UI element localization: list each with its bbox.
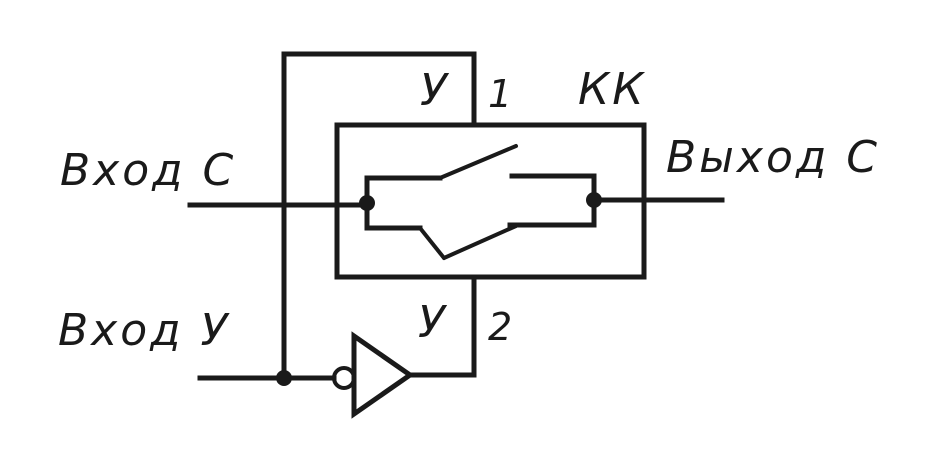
upper-switch-blade: [438, 144, 518, 180]
inner-left-bracket: [364, 175, 443, 231]
control-wire-top: [281, 51, 477, 381]
inverter-triangle: [351, 331, 415, 419]
lower-switch-blade: [418, 226, 446, 260]
output-c-junction-dot: [586, 192, 602, 208]
switch-name-label: КК: [578, 64, 646, 115]
input-c-junction-dot: [359, 195, 375, 211]
inner-right-bracket: [507, 173, 597, 228]
input-y-label: Вход У: [58, 305, 231, 356]
input-c-label: Вход С: [60, 145, 236, 196]
terminal-1-label: 1: [488, 72, 512, 116]
terminal-2-label: 2: [488, 305, 512, 349]
inverter-bubble: [332, 366, 356, 390]
lower-switch-blade-2: [442, 224, 518, 260]
control-wire-bottom: [407, 274, 477, 378]
control-top-label: У: [420, 65, 450, 116]
control-bottom-label: У: [418, 297, 448, 348]
output-c-label: Выход С: [666, 132, 880, 183]
